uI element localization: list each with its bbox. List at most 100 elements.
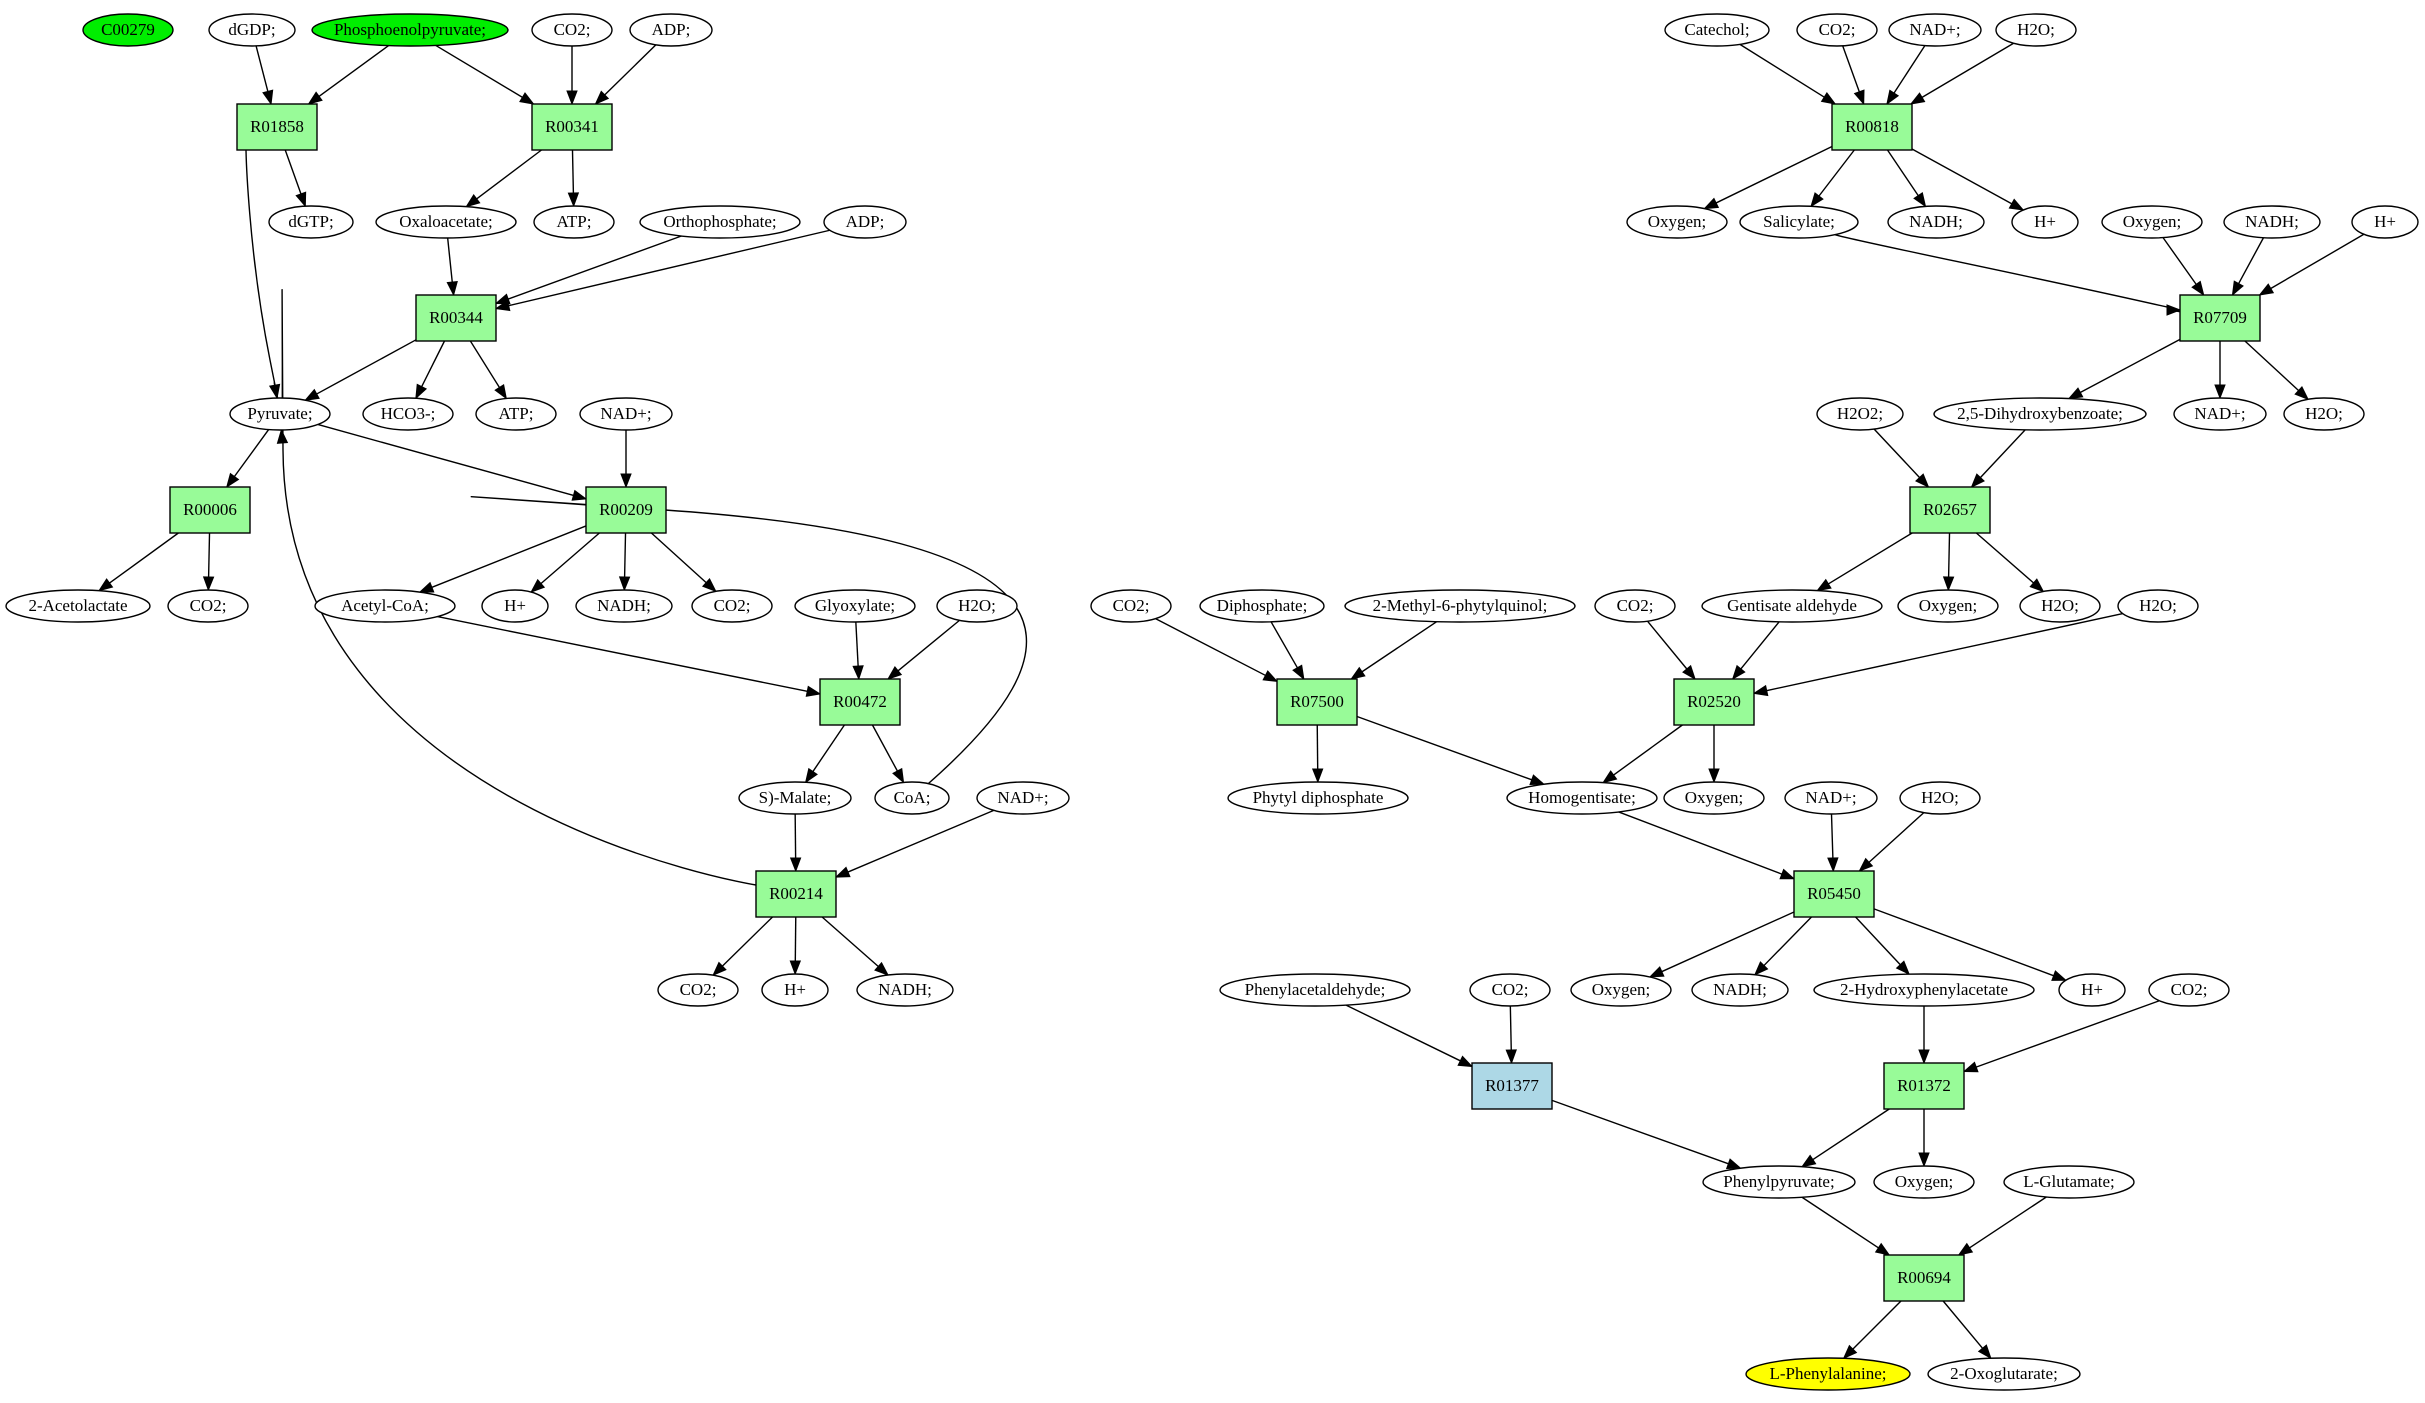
compound-node[interactable]: Gentisate aldehyde	[1701, 589, 1883, 623]
compound-node[interactable]: 2-Methyl-6-phytylquinol;	[1344, 589, 1576, 623]
compound-node[interactable]: NADH;	[575, 589, 673, 623]
compound-ellipse	[1927, 1357, 2081, 1391]
compound-node[interactable]: CO2;	[2148, 973, 2230, 1007]
compound-node[interactable]: Acetyl-CoA;	[314, 589, 456, 623]
compound-node[interactable]: CO2;	[1594, 589, 1676, 623]
compound-label: Gentisate aldehyde	[1727, 596, 1857, 615]
compound-node[interactable]: Glyoxylate;	[794, 589, 916, 623]
compound-node[interactable]: CO2;	[1796, 13, 1878, 47]
compound-node[interactable]: Phenylpyruvate;	[1702, 1165, 1856, 1199]
compound-node[interactable]: L-Glutamate;	[2003, 1165, 2135, 1199]
compound-node[interactable]: NAD+;	[976, 781, 1070, 815]
compound-node[interactable]: H+	[2058, 973, 2126, 1007]
reaction-node[interactable]: R00818	[1831, 103, 1913, 151]
compound-node[interactable]: H2O;	[1899, 781, 1981, 815]
compound-node[interactable]: NAD+;	[1888, 13, 1982, 47]
compound-node[interactable]: ATP;	[533, 205, 615, 239]
compound-node[interactable]: 2-Oxoglutarate;	[1927, 1357, 2081, 1391]
compound-node[interactable]: H+	[761, 973, 829, 1007]
reaction-node[interactable]: R00472	[819, 678, 901, 726]
compound-node[interactable]: Oxygen;	[1897, 589, 1999, 623]
compound-node[interactable]: H2O;	[2019, 589, 2101, 623]
reaction-node[interactable]: R00006	[169, 486, 251, 534]
compound-node[interactable]: CO2;	[1090, 589, 1172, 623]
compound-node[interactable]: 2,5-Dihydroxybenzoate;	[1933, 397, 2147, 431]
compound-node[interactable]: H+	[481, 589, 549, 623]
compound-node[interactable]: H+	[2351, 205, 2419, 239]
compound-node[interactable]: HCO3-;	[362, 397, 454, 431]
compound-node[interactable]: dGTP;	[268, 205, 354, 239]
edge-r07500-to-homogentisate-line	[1356, 715, 1534, 782]
compound-node[interactable]: Orthophosphate;	[639, 205, 801, 239]
compound-node[interactable]: dGDP;	[208, 13, 296, 47]
compound-node[interactable]: CO2;	[531, 13, 613, 47]
compound-node[interactable]: L-Phenylalanine;	[1745, 1357, 1911, 1391]
compound-node[interactable]: Homogentisate;	[1506, 781, 1658, 815]
compound-node[interactable]: S)-Malate;	[738, 781, 852, 815]
compound-node[interactable]: Oxygen;	[1663, 781, 1765, 815]
compound-node[interactable]: ADP;	[629, 13, 713, 47]
edge-r00818-to-nadh_c	[1886, 149, 1927, 208]
compound-node[interactable]: Pyruvate;	[229, 397, 331, 431]
reaction-node[interactable]: R00214	[755, 870, 837, 918]
edge-nadp_c-to-r00818-arrowhead	[1886, 89, 1900, 106]
compound-node[interactable]: H2O;	[2283, 397, 2365, 431]
compound-node[interactable]: Oxaloacetate;	[375, 205, 517, 239]
compound-node[interactable]: C00279	[82, 13, 174, 47]
reaction-box	[819, 678, 901, 726]
compound-node[interactable]: NAD+;	[1784, 781, 1878, 815]
compound-node[interactable]: ATP;	[475, 397, 557, 431]
edge-co2_h-to-r01377	[1505, 1005, 1517, 1065]
compound-node[interactable]: 2-Hydroxyphenylacetate	[1813, 973, 2035, 1007]
compound-node[interactable]: CoA;	[874, 781, 950, 815]
compound-node[interactable]: NADH;	[856, 973, 954, 1007]
compound-node[interactable]: 2-Acetolactate	[5, 589, 151, 623]
reaction-node[interactable]: R05450	[1793, 870, 1875, 918]
compound-node[interactable]: CO2;	[657, 973, 739, 1007]
compound-node[interactable]: Phytyl diphosphate	[1227, 781, 1409, 815]
compound-node[interactable]: NAD+;	[2173, 397, 2267, 431]
reaction-node[interactable]: R00344	[415, 294, 497, 342]
reaction-node[interactable]: R07709	[2179, 294, 2261, 342]
compound-ellipse	[1227, 781, 1409, 815]
nodes-layer: C00279 dGDP; Phosphoenolpyruvate; CO2; ADP; d…	[5, 13, 2419, 1391]
reaction-node[interactable]: R02520	[1673, 678, 1755, 726]
edge-r00818-to-salicylate-line	[1817, 149, 1855, 199]
edge-r00818-to-hp_c-line	[1911, 148, 2014, 206]
reaction-node[interactable]: R00209	[585, 486, 667, 534]
compound-node[interactable]: NADH;	[2223, 205, 2321, 239]
compound-node[interactable]: Oxygen;	[1570, 973, 1672, 1007]
compound-node[interactable]: NADH;	[1887, 205, 1985, 239]
compound-label: H2O;	[2139, 596, 2177, 615]
reaction-node[interactable]: R00694	[1883, 1254, 1965, 1302]
compound-node[interactable]: Diphosphate;	[1199, 589, 1325, 623]
edge-oxaloacetate-to-r00344	[446, 237, 458, 297]
reaction-node[interactable]: R00341	[531, 103, 613, 151]
compound-node[interactable]: CO2;	[1469, 973, 1551, 1007]
compound-node[interactable]: NADH;	[1691, 973, 1789, 1007]
compound-node[interactable]: H2O;	[2117, 589, 2199, 623]
compound-node[interactable]: CO2;	[167, 589, 249, 623]
compound-node[interactable]: NAD+;	[579, 397, 673, 431]
compound-node[interactable]: Oxygen;	[1873, 1165, 1975, 1199]
compound-node[interactable]: H+	[2011, 205, 2079, 239]
compound-node[interactable]: Oxygen;	[1626, 205, 1728, 239]
reaction-node[interactable]: R01372	[1883, 1062, 1965, 1110]
reaction-node[interactable]: R07500	[1276, 678, 1358, 726]
compound-node[interactable]: Salicylate;	[1739, 205, 1859, 239]
compound-node[interactable]: Catechol;	[1664, 13, 1770, 47]
edge-r00214-to-co2_d-line	[720, 916, 774, 968]
compound-node[interactable]: H2O2;	[1816, 397, 1904, 431]
compound-node[interactable]: Oxygen;	[2101, 205, 2203, 239]
edge-r00209-to-acetylcoa-arrowhead	[418, 581, 435, 593]
compound-node[interactable]: H2O;	[936, 589, 1018, 623]
compound-node[interactable]: ADP;	[823, 205, 907, 239]
compound-node[interactable]: H2O;	[1995, 13, 2077, 47]
reaction-node[interactable]: R01377	[1471, 1062, 1553, 1110]
reaction-node[interactable]: R01858	[236, 103, 318, 151]
reaction-node[interactable]: R02657	[1909, 486, 1991, 534]
compound-node[interactable]: Phosphoenolpyruvate;	[311, 13, 509, 47]
compound-node[interactable]: CO2;	[691, 589, 773, 623]
compound-ellipse	[1887, 205, 1985, 239]
compound-node[interactable]: Phenylacetaldehyde;	[1219, 973, 1411, 1007]
